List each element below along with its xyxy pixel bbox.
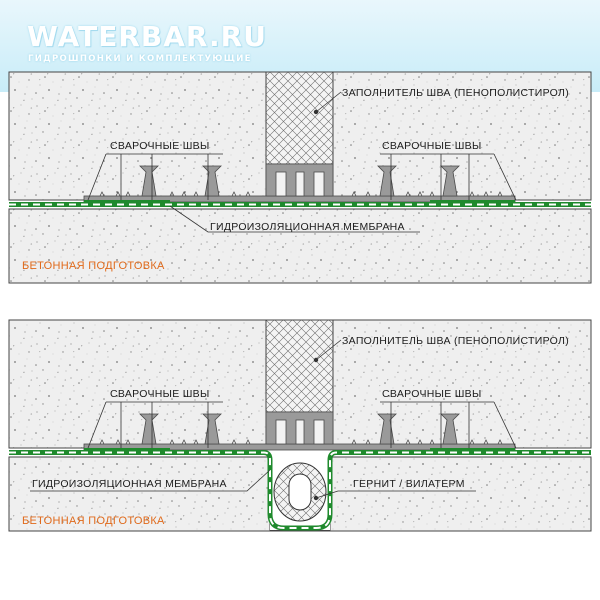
welds-left-label: СВАРОЧНЫЕ ШВЫ <box>110 140 210 152</box>
concrete-base <box>8 208 592 284</box>
gernit-cord <box>273 462 327 522</box>
leader-lines <box>87 91 517 233</box>
membrane-label: ГИДРОИЗОЛЯЦИОННАЯ МЕМБРАНА <box>210 221 405 233</box>
concrete-base-label: БЕТОННАЯ ПОДГОТОВКА <box>22 515 165 527</box>
welds-right-label: СВАРОЧНЫЕ ШВЫ <box>382 388 482 400</box>
filler-label: ЗАПОЛНИТЕЛЬ ШВА (ПЕНОПОЛИСТИРОЛ) <box>342 87 569 99</box>
waterstop-profile <box>83 411 516 451</box>
concrete-base-label: БЕТОННАЯ ПОДГОТОВКА <box>22 260 165 272</box>
concrete-slab-left <box>8 71 267 201</box>
waterproof-membrane <box>9 448 591 531</box>
brand-tagline: ГИДРОШПОНКИ И КОМПЛЕКТУЮЩИЕ <box>28 54 252 64</box>
concrete-slab-left <box>8 319 267 449</box>
waterstop-profile <box>83 163 516 203</box>
joint-filler <box>265 319 334 413</box>
leader-lines <box>30 339 517 501</box>
welds-left-label: СВАРОЧНЫЕ ШВЫ <box>110 388 210 400</box>
waterproof-membrane <box>9 200 591 207</box>
diagram-top: ЗАПОЛНИТЕЛЬ ШВА (ПЕНОПОЛИСТИРОЛ) СВАРОЧН… <box>8 71 592 284</box>
welds-right-label: СВАРОЧНЫЕ ШВЫ <box>382 140 482 152</box>
concrete-slab-right <box>332 71 592 201</box>
gernit-label: ГЕРНИТ / ВИЛАТЕРМ <box>353 478 465 490</box>
brand-logo-text: WATERBAR.RU <box>27 20 267 53</box>
diagram-bottom: ЗАПОЛНИТЕЛЬ ШВА (ПЕНОПОЛИСТИРОЛ) СВАРОЧН… <box>8 319 592 532</box>
joint-filler <box>265 71 334 165</box>
concrete-slab-right <box>332 319 592 449</box>
membrane-label: ГИДРОИЗОЛЯЦИОННАЯ МЕМБРАНА <box>32 478 227 490</box>
filler-label: ЗАПОЛНИТЕЛЬ ШВА (ПЕНОПОЛИСТИРОЛ) <box>342 335 569 347</box>
